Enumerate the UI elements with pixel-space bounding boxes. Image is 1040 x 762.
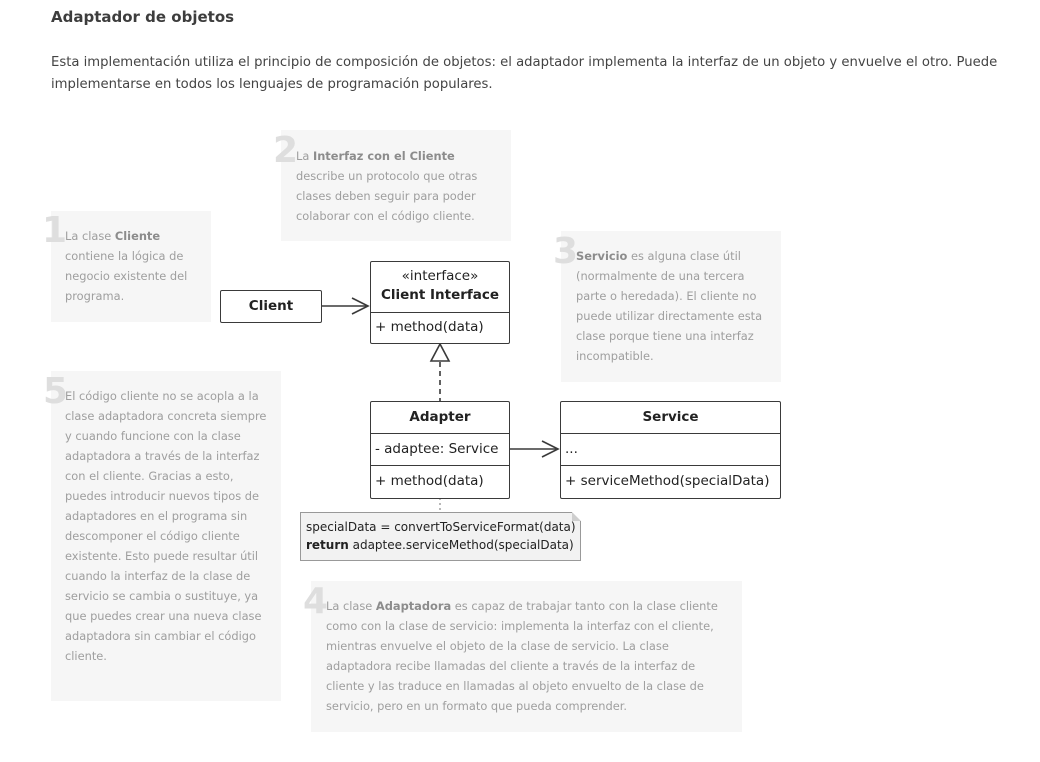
adapter-class: Adapter - adaptee: Service + method(data… xyxy=(370,401,510,499)
note-client-interface: 2 La Interfaz con el Cliente describe un… xyxy=(273,130,511,241)
note-text: contiene la lógica de negocio existente … xyxy=(65,249,188,303)
field-row: ... xyxy=(565,441,578,457)
field-row: - adaptee: Service xyxy=(375,441,499,457)
note-text: La xyxy=(296,149,313,163)
note-keyword: Cliente xyxy=(114,229,161,243)
arrowhead-icon xyxy=(541,440,560,458)
client-interface-class: «interface» Client Interface + method(da… xyxy=(370,261,510,344)
note-adapter: 4 La clase Adaptadora es capaz de trabaj… xyxy=(303,581,742,732)
client-class: Client xyxy=(220,290,322,323)
note-number: 2 xyxy=(273,130,299,171)
note-text: describe un protocolo que otras clases d… xyxy=(296,169,478,223)
note-number: 5 xyxy=(43,371,69,412)
intro-paragraph: Esta implementación utiliza el principio… xyxy=(51,55,998,92)
hollow-triangle-icon xyxy=(429,342,451,362)
method-row: + serviceMethod(specialData) xyxy=(565,473,770,489)
note-keyword: Adaptadora xyxy=(375,599,452,613)
code-line: specialData = convertToServiceFormat(dat… xyxy=(306,520,576,534)
note-number: 1 xyxy=(42,210,68,251)
note-service: 3 Servicio es alguna clase útil (normalm… xyxy=(553,231,781,382)
note-text: La clase xyxy=(65,229,115,243)
method-row: + method(data) xyxy=(375,473,484,489)
class-name: Client xyxy=(248,298,294,314)
method-row: + method(data) xyxy=(375,319,484,335)
service-class: Service ... + serviceMethod(specialData) xyxy=(560,401,781,499)
class-name: Client Interface xyxy=(380,287,500,303)
code-keyword: return xyxy=(306,538,349,552)
note-text: es alguna clase útil (normalmente de una… xyxy=(576,249,763,363)
arrowhead-icon xyxy=(351,297,370,315)
code-line: return adaptee.serviceMethod(specialData… xyxy=(306,536,580,554)
note-text: La clase xyxy=(326,599,376,613)
folded-corner-icon xyxy=(572,512,581,521)
note-keyword: Servicio xyxy=(576,249,628,263)
note-text: es capaz de trabajar tanto con la clase … xyxy=(326,599,718,713)
section-title: Adaptador de objetos xyxy=(51,8,235,26)
class-name: Adapter xyxy=(409,409,471,425)
note-number: 4 xyxy=(303,581,329,622)
note-keyword: Interfaz con el Cliente xyxy=(312,149,455,163)
class-name: Service xyxy=(642,409,699,425)
code-note: specialData = convertToServiceFormat(dat… xyxy=(300,512,581,561)
stereotype-label: «interface» xyxy=(401,268,479,284)
note-client: 1 La clase Cliente contiene la lógica de… xyxy=(42,211,211,322)
note-number: 3 xyxy=(553,231,579,272)
code-text: adaptee.serviceMethod(specialData) xyxy=(348,538,574,552)
note-client-decoupling: 5 El código cliente no se acopla a la cl… xyxy=(43,371,281,701)
note-text: El código cliente no se acopla a la clas… xyxy=(65,389,267,663)
